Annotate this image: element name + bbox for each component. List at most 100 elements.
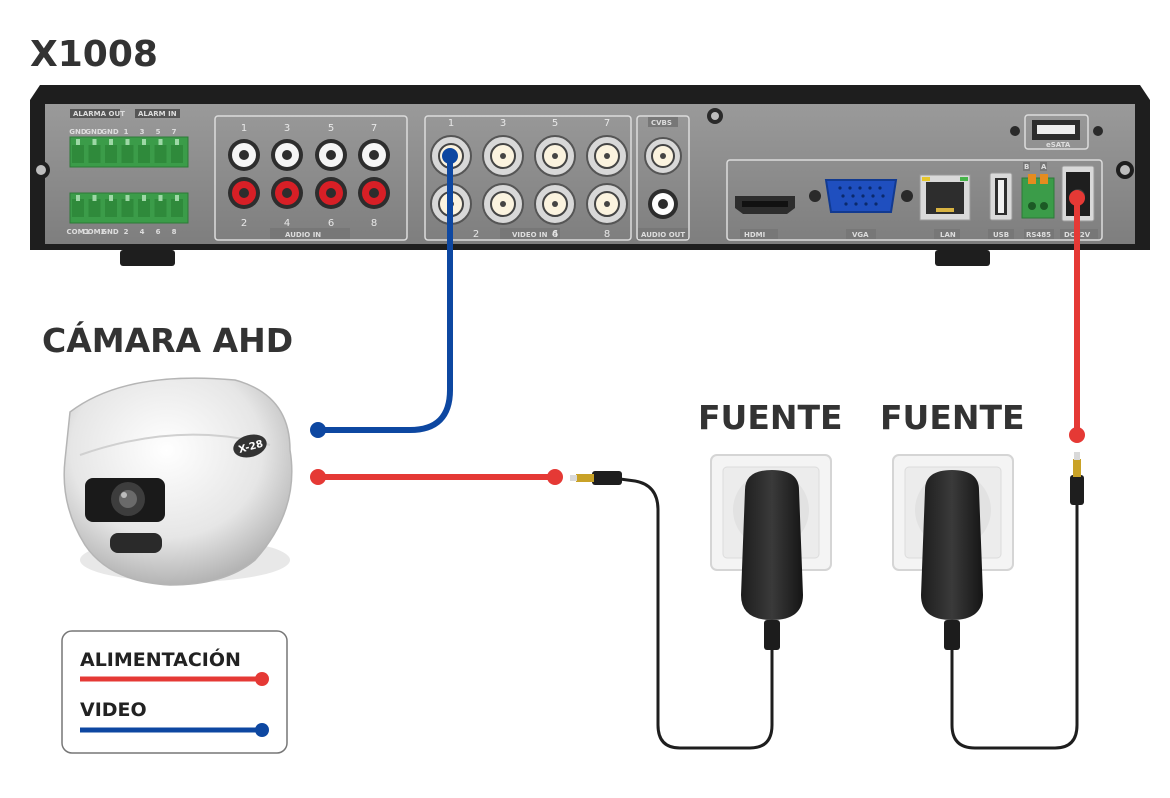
- alarm-pin-label: GND: [85, 128, 103, 136]
- esata-label: eSATA: [1046, 141, 1071, 149]
- power-wire-dvr: [1069, 190, 1085, 443]
- cvbs-label: CVBS: [651, 119, 672, 127]
- power-source-1-title: FUENTE: [698, 398, 843, 437]
- alarm-terminal-slot: [88, 199, 101, 217]
- alarm-terminal-screw: [142, 195, 146, 201]
- vga-port: VGA: [809, 179, 913, 239]
- rs485-label: RS485: [1026, 231, 1051, 239]
- video-in-number: 4: [552, 229, 558, 240]
- bnc-connector: [534, 135, 576, 177]
- alarm-terminal-slot: [105, 199, 117, 217]
- audio-in-number: 2: [241, 218, 247, 229]
- cvbs-bnc-connector: [644, 137, 682, 175]
- rs485-port: B A RS485: [1021, 162, 1055, 239]
- device-model-title: X1008: [30, 34, 158, 75]
- brand-logo: X-28: [233, 434, 267, 458]
- legend-label-video: VIDEO: [80, 699, 147, 721]
- video-in-number: 7: [604, 118, 610, 129]
- alarm-pin-label: GND: [101, 228, 119, 236]
- lan-port: LAN: [919, 174, 971, 239]
- alarm-terminal-slot: [171, 145, 183, 163]
- usb-label: USB: [993, 231, 1009, 239]
- alarm-terminal-slot: [154, 199, 167, 217]
- alarm-terminal-screw: [76, 195, 80, 201]
- video-in-number: 8: [604, 229, 610, 240]
- audio-in-jack-red: [315, 177, 347, 209]
- legend-dot-power: [255, 672, 269, 686]
- alarm-pin-label: 7: [172, 128, 177, 136]
- alarm-terminal-slot: [171, 199, 183, 217]
- audio-in-number: 6: [328, 218, 334, 229]
- audio-in-jack-white: [358, 139, 390, 171]
- hdmi-port: HDMI: [735, 196, 795, 239]
- alarm-terminal-screw: [142, 139, 146, 145]
- alarm-terminal-slot: [121, 199, 134, 217]
- audio-in-jack-white: [228, 139, 260, 171]
- alarm-terminal-slot: [88, 145, 101, 163]
- bnc-connector: [482, 135, 524, 177]
- dvr-foot-left: [120, 250, 175, 266]
- hdmi-label: HDMI: [744, 231, 765, 239]
- alarm-pin-label: 2: [124, 228, 129, 236]
- alarm-pin-label: 1: [124, 128, 129, 136]
- dc-plug-icon: [1070, 452, 1084, 505]
- camera-title: CÁMARA AHD: [42, 320, 293, 360]
- alarm-pin-label: GND: [101, 128, 119, 136]
- audio-in-number: 1: [241, 123, 247, 134]
- power-wire-camera: [310, 469, 563, 485]
- audio-in-number: 5: [328, 123, 334, 134]
- alarm-terminal-screw: [175, 195, 179, 201]
- audio-in-number: 3: [284, 123, 290, 134]
- video-in-number: 6: [552, 229, 558, 240]
- screw-icon: [32, 161, 50, 179]
- dome-camera-icon: X-28: [63, 377, 293, 586]
- alarm-terminal-screw: [125, 195, 130, 201]
- legend-label-power: ALIMENTACIÓN: [80, 647, 241, 671]
- dvr-foot-right: [935, 250, 990, 266]
- alarm-pin-label: COM2: [83, 228, 106, 236]
- alarm-terminal-screw: [76, 139, 80, 145]
- power-source-2-title: FUENTE: [880, 398, 1025, 437]
- dvr-panel-face: [45, 104, 1135, 244]
- alarm-terminal-slot: [154, 145, 167, 163]
- alarm-terminal-screw: [175, 139, 179, 145]
- video-in-number: 3: [500, 118, 506, 129]
- vga-label: VGA: [852, 231, 869, 239]
- alarm-pin-label: 4: [140, 228, 145, 236]
- bnc-connector: [586, 135, 628, 177]
- alarm-pin-label: GND: [69, 128, 87, 136]
- alarm-terminal-screw: [109, 195, 113, 201]
- bnc-connector: [482, 183, 524, 225]
- rs485-pin-a: A: [1041, 163, 1047, 171]
- alarm-terminal-slot: [72, 145, 84, 163]
- video-in-number: 1: [448, 118, 454, 129]
- audio-in-jack-white: [315, 139, 347, 171]
- lan-label: LAN: [940, 231, 956, 239]
- video-in-number: 5: [552, 118, 558, 129]
- screw-icon: [707, 108, 723, 124]
- alarm-terminal-slot: [72, 199, 84, 217]
- alarm-terminal-screw: [92, 195, 97, 201]
- audio-in-jack-red: [228, 177, 260, 209]
- alarm-terminal-screw: [125, 139, 130, 145]
- alarm-terminal-screw: [158, 195, 163, 201]
- alarm-terminal-screw: [158, 139, 163, 145]
- audio-in-label: AUDIO IN: [285, 231, 321, 239]
- bnc-connector: [586, 183, 628, 225]
- esata-port: eSATA: [1010, 114, 1103, 150]
- alarm-pin-label: COM1: [67, 228, 90, 236]
- audio-in-jack-red: [358, 177, 390, 209]
- alarm-pin-label: 5: [156, 128, 161, 136]
- video-in-number: 2: [473, 229, 479, 240]
- alarm-in-label: ALARM IN: [138, 110, 177, 118]
- alarm-pin-label: 3: [140, 128, 145, 136]
- cvbs-audio-out-group: CVBS AUDIO OUT: [636, 115, 690, 241]
- alarm-terminal-slot: [138, 199, 150, 217]
- alarm-pin-label: 8: [172, 228, 177, 236]
- power-adapter-2: [921, 470, 983, 650]
- screw-icon: [1116, 161, 1134, 179]
- alarm-terminal-screw: [109, 139, 113, 145]
